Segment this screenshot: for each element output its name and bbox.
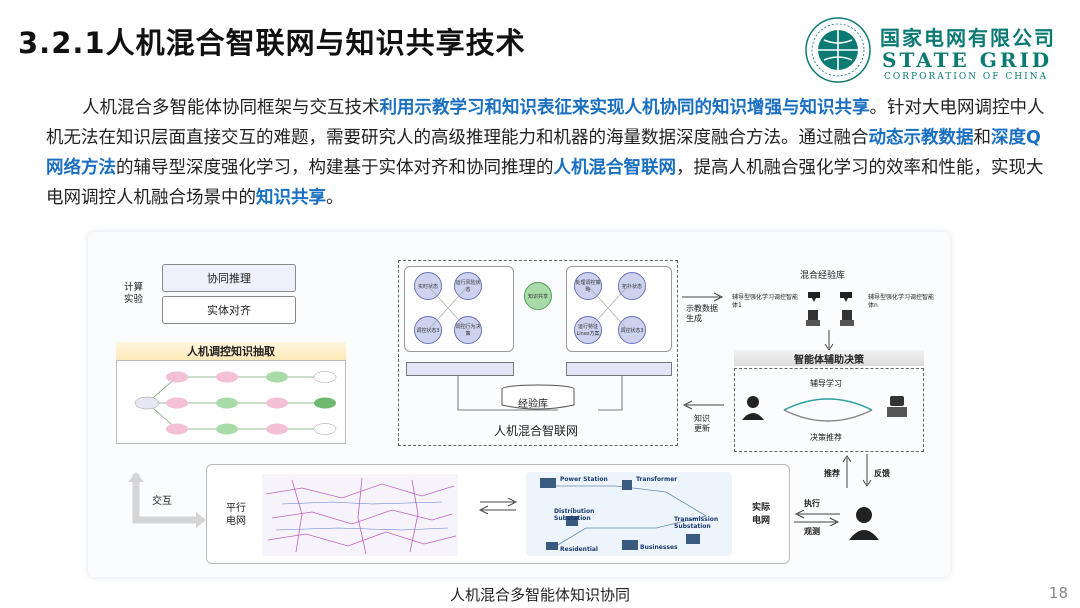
interaction-label: 交互 — [152, 496, 172, 507]
right-bar — [566, 362, 672, 376]
node-b2: 拓扑状态 — [618, 272, 646, 300]
left-arrow-icon — [682, 400, 724, 410]
node-a3-label: 调控状态3 — [416, 327, 440, 334]
agent-decision-header: 智能体辅助决策 — [734, 350, 924, 366]
node-b4: 调控状态3 — [618, 316, 646, 344]
node-b4-label: 调控状态3 — [620, 327, 644, 334]
para-highlight-5: 知识共享 — [256, 188, 326, 208]
feedback-label: 反馈 — [874, 469, 890, 478]
figure-caption: 人机混合多智能体知识协同 — [449, 586, 630, 604]
logo-en-sub-text: CORPORATION OF CHINA — [884, 72, 1049, 82]
guided-learning-label: 辅导学习 — [810, 379, 842, 388]
hybrid-exp-lib-label: 混合经验库 — [800, 271, 846, 281]
para-text-5: ，提高人机融合强化学习的效率和性能，实现大电网调控人机融合场景中的 — [46, 158, 1044, 208]
grid-distribution-label: Distribution Substation — [554, 508, 595, 522]
para-text-3: 和 — [973, 128, 992, 148]
para-highlight-3: 深度Q网络方法 — [46, 128, 1041, 178]
guide-agent-n-label: 辅导型强化学习调控智能体n — [868, 294, 935, 309]
para-text-6: 。 — [326, 188, 344, 208]
left-bar — [406, 362, 514, 376]
down-arrow-icon — [824, 330, 834, 351]
agent-decision-panel — [734, 368, 924, 452]
grid-transformer-label: Transformer — [636, 476, 678, 483]
decision-recommend-label: 决策推荐 — [810, 433, 842, 442]
real-grid-diagram: Power Station Transformer Distribution S… — [526, 472, 732, 556]
robot-icon — [806, 292, 854, 326]
cooperative-reasoning-box: 协同推理 — [162, 264, 296, 292]
down-arrow-2-icon — [862, 454, 872, 487]
parallel-grid-label: 平行 电网 — [226, 503, 246, 527]
exp-db-icon — [501, 384, 575, 410]
operator-icon — [742, 396, 764, 420]
entity-alignment-label: 实体对齐 — [207, 304, 251, 317]
node-b2-label: 拓扑状态 — [621, 283, 642, 290]
calc-exp-label: 计算 实验 — [124, 282, 144, 305]
entity-alignment-box: 实体对齐 — [162, 296, 296, 324]
knowledge-graph-panel — [116, 360, 346, 444]
node-b3-label: 运行特征Lines方案 — [576, 324, 600, 337]
observe-label: 观测 — [804, 527, 820, 536]
cooperative-reasoning-label: 协同推理 — [207, 272, 251, 285]
cycle-arrows-icon — [783, 398, 873, 422]
grid-infrastructure-icon — [540, 478, 708, 550]
para-text-4: 的辅导型深度强化学习，构建基于实体对齐和协同推理的 — [116, 158, 554, 178]
knowledge-extraction-header: 人机调控知识抽取 — [116, 342, 346, 360]
knowledge-graph-icon — [134, 371, 337, 435]
logo-cn-text: 国家电网有限公司 — [880, 26, 1056, 50]
execute-label: 执行 — [804, 499, 820, 508]
state-grid-logo: 国家电网有限公司 STATE GRID CORPORATION OF CHINA — [800, 14, 1068, 88]
node-a4-label: 调控行为决策 — [455, 324, 481, 337]
bi-arrow-icon — [794, 510, 840, 526]
knowledge-extraction-label: 人机调控知识抽取 — [187, 345, 275, 358]
agent-decision-label: 智能体辅助决策 — [794, 354, 864, 366]
shared-node-label: 知识共享 — [527, 293, 548, 300]
para-text-2: 。针对大电网调控中人机无法在知识层面直接交互的难题，需要研究人的高级推理能力和机… — [46, 98, 1045, 148]
grid-transmission-label: Transmission Substation — [674, 516, 719, 530]
grid-residential-label: Residential — [560, 546, 598, 553]
page-title: 3.2.1人机混合智联网与知识共享技术 — [18, 26, 526, 60]
grid-businesses-label: Businesses — [640, 544, 678, 551]
state-grid-emblem-icon — [805, 17, 871, 83]
para-highlight-4: 人机混合智联网 — [553, 158, 677, 178]
guide-agent-1-label: 辅导型强化学习调控智能体1 — [732, 294, 799, 309]
robot-assistant-icon — [887, 396, 907, 417]
para-highlight-2: 动态示教数据 — [868, 128, 974, 148]
right-arrow-icon — [682, 292, 724, 302]
up-arrow-icon — [842, 455, 852, 488]
double-arrow-icon — [478, 498, 518, 514]
hybrid-net-label: 人机混合智联网 — [494, 424, 579, 438]
hybrid-net-arrows-icon — [427, 285, 629, 411]
para-text-1: 人机混合多智能体协同框架与交互技术 — [82, 98, 380, 118]
intro-paragraph: 人机混合多智能体协同框架与交互技术利用示教学习和知识表征来实现人机协同的知识增强… — [46, 93, 1046, 213]
node-b1-label: 处理调控策略 — [575, 280, 601, 293]
operator-2-icon — [849, 507, 879, 540]
grid-power-label: Power Station — [560, 476, 608, 483]
para-highlight-1: 利用示教学习和知识表征来实现人机协同的知识增强与知识共享 — [379, 98, 870, 118]
interaction-arrow-icon — [128, 472, 206, 528]
shared-node: 知识共享 — [524, 282, 552, 310]
framework-figure: 计算 实验 协同推理 实体对齐 人机调控知识抽取 — [88, 232, 950, 577]
page-number: 18 — [1048, 584, 1068, 602]
exp-lib-label: 经验库 — [518, 399, 548, 410]
knowledge-update-label: 知识 更新 — [694, 414, 710, 433]
node-a2-label: 运行风险状态 — [455, 280, 481, 293]
recommend-label: 推荐 — [824, 469, 840, 478]
demo-data-label: 示教数据 生成 — [686, 304, 718, 323]
logo-en-text: STATE GRID — [882, 48, 1053, 72]
real-grid-label: 实际 电网 — [752, 503, 771, 526]
parallel-grid-map-icon — [262, 474, 458, 556]
hybrid-net-panel — [398, 260, 678, 446]
